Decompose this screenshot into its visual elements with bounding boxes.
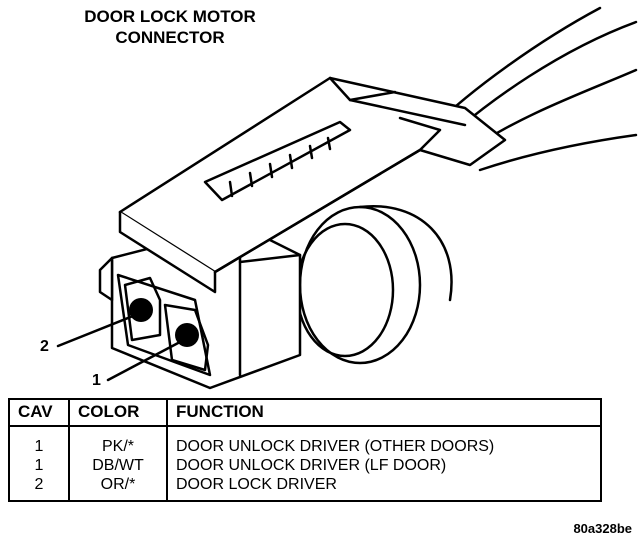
table-row: 1 PK/* DOOR UNLOCK DRIVER (OTHER DOORS) [8, 426, 602, 456]
diagram-title: DOOR LOCK MOTOR CONNECTOR [60, 6, 280, 48]
column-header-cav: CAV [8, 398, 70, 427]
title-line-2: CONNECTOR [115, 28, 225, 47]
column-header-function: FUNCTION [166, 398, 602, 427]
cell-color: PK/* [68, 426, 168, 456]
cell-function: DOOR LOCK DRIVER [166, 475, 602, 502]
pin-1-label: 1 [92, 372, 101, 389]
connector-boot [295, 204, 453, 365]
pin-1-leader-line [106, 340, 182, 382]
cell-cav: 2 [8, 475, 70, 502]
release-tab [203, 120, 352, 202]
table-row: 2 OR/* DOOR LOCK DRIVER [8, 475, 602, 502]
cell-cav: 1 [8, 456, 70, 475]
table-row: 1 DB/WT DOOR UNLOCK DRIVER (LF DOOR) [8, 456, 602, 475]
connector-illustration [56, 6, 638, 390]
cell-function: DOOR UNLOCK DRIVER (LF DOOR) [166, 456, 602, 475]
cell-function: DOOR UNLOCK DRIVER (OTHER DOORS) [166, 426, 602, 456]
pin-2-label: 2 [40, 338, 49, 355]
title-line-1: DOOR LOCK MOTOR [84, 7, 256, 26]
column-header-color: COLOR [68, 398, 168, 427]
cavity-1-terminal [175, 323, 199, 347]
locking-latch [118, 76, 507, 294]
figure-id: 80a328be [573, 521, 632, 536]
cell-color: DB/WT [68, 456, 168, 475]
pin-2-leader-line [56, 314, 135, 348]
cavity-2-terminal [129, 298, 153, 322]
table-header-row: CAV COLOR FUNCTION [8, 398, 602, 427]
cell-cav: 1 [8, 426, 70, 456]
pinout-table: CAV COLOR FUNCTION 1 PK/* DOOR UNLOCK DR… [8, 398, 602, 502]
cell-color: OR/* [68, 475, 168, 502]
